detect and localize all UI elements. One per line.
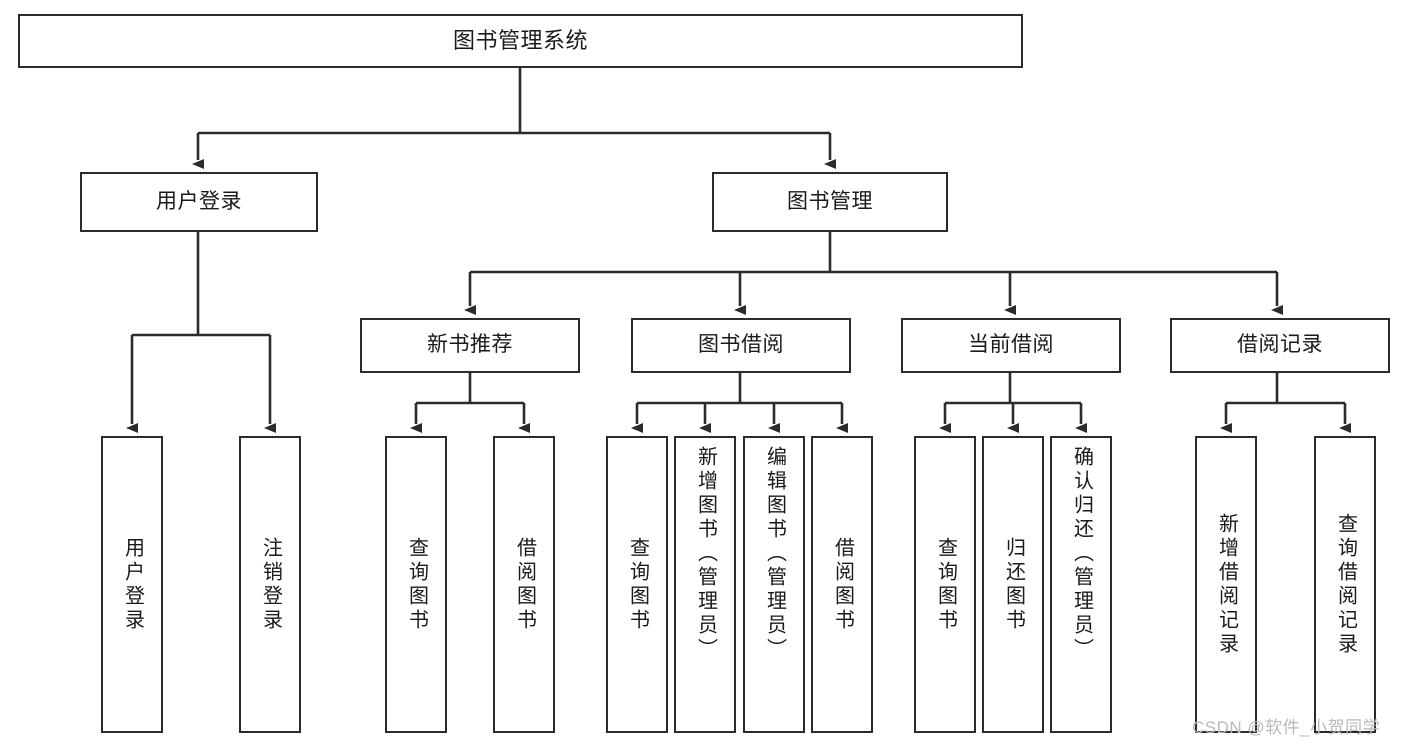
node-leaf-user-login-label: 用户登录 xyxy=(121,536,144,633)
node-leaf-query-book-3[interactable]: 查询图书 xyxy=(914,436,976,733)
node-leaf-query-record[interactable]: 查询借阅记录 xyxy=(1314,436,1376,733)
csdn-watermark: CSDN @软件_小贺同学 xyxy=(1192,718,1381,737)
node-leaf-edit-book[interactable]: 编辑图书（管理员） xyxy=(743,436,805,733)
node-root[interactable]: 图书管理系统 xyxy=(18,14,1023,68)
node-borrow-record-label: 借阅记录 xyxy=(1237,333,1323,357)
node-leaf-query-book-3-label: 查询图书 xyxy=(934,536,957,633)
node-leaf-confirm-return[interactable]: 确认归还（管理员） xyxy=(1050,436,1112,733)
node-leaf-query-book-2[interactable]: 查询图书 xyxy=(606,436,668,733)
node-leaf-borrow-book-2-label: 借阅图书 xyxy=(831,536,854,633)
node-current-borrow-label: 当前借阅 xyxy=(968,333,1054,357)
node-book-borrow-label: 图书借阅 xyxy=(698,333,784,357)
node-leaf-return-book[interactable]: 归还图书 xyxy=(982,436,1044,733)
node-leaf-borrow-book-2[interactable]: 借阅图书 xyxy=(811,436,873,733)
node-leaf-add-book-label: 新增图书（管理员） xyxy=(694,446,717,662)
node-book-borrow[interactable]: 图书借阅 xyxy=(631,318,851,373)
node-leaf-query-record-label: 查询借阅记录 xyxy=(1334,512,1357,657)
node-leaf-borrow-book-1[interactable]: 借阅图书 xyxy=(493,436,555,733)
node-new-book-recommend-label: 新书推荐 xyxy=(427,333,513,357)
node-user-login-label: 用户登录 xyxy=(156,189,242,213)
node-leaf-user-login[interactable]: 用户登录 xyxy=(101,436,163,733)
node-leaf-borrow-book-1-label: 借阅图书 xyxy=(513,536,536,633)
node-current-borrow[interactable]: 当前借阅 xyxy=(901,318,1121,373)
node-user-login[interactable]: 用户登录 xyxy=(80,172,318,232)
node-leaf-logout-login[interactable]: 注销登录 xyxy=(239,436,301,733)
node-leaf-add-record[interactable]: 新增借阅记录 xyxy=(1195,436,1257,733)
node-book-manage[interactable]: 图书管理 xyxy=(712,172,948,232)
node-leaf-edit-book-label: 编辑图书（管理员） xyxy=(763,446,786,662)
node-leaf-query-book-2-label: 查询图书 xyxy=(626,536,649,633)
node-new-book-recommend[interactable]: 新书推荐 xyxy=(360,318,580,373)
node-leaf-confirm-return-label: 确认归还（管理员） xyxy=(1070,446,1093,662)
node-leaf-query-book-1[interactable]: 查询图书 xyxy=(385,436,447,733)
node-leaf-add-book[interactable]: 新增图书（管理员） xyxy=(674,436,736,733)
node-leaf-query-book-1-label: 查询图书 xyxy=(405,536,428,633)
node-root-label: 图书管理系统 xyxy=(452,28,588,54)
node-book-manage-label: 图书管理 xyxy=(787,189,873,213)
node-leaf-logout-login-label: 注销登录 xyxy=(259,536,282,633)
node-leaf-add-record-label: 新增借阅记录 xyxy=(1215,512,1238,657)
node-borrow-record[interactable]: 借阅记录 xyxy=(1170,318,1390,373)
node-leaf-return-book-label: 归还图书 xyxy=(1002,536,1025,633)
